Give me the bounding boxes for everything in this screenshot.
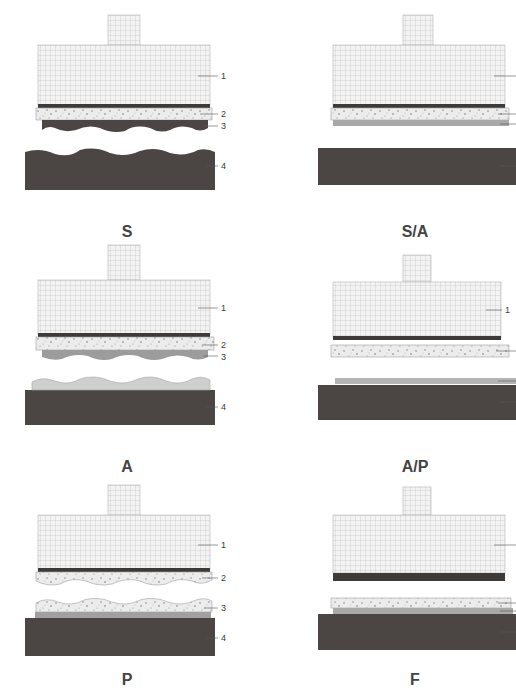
failure-mode-label: S xyxy=(122,223,133,241)
callout-number: 1 xyxy=(221,71,226,81)
leader-lines xyxy=(198,76,516,638)
failure-mode-label: A xyxy=(121,458,133,476)
callout-number: 1 xyxy=(221,540,226,550)
callout-number: 2 xyxy=(221,109,226,119)
callout-number: 2 xyxy=(221,573,226,583)
callout-number: 2 xyxy=(221,340,226,350)
failure-mode-label: A/P xyxy=(402,458,429,476)
callout-number: 4 xyxy=(221,402,226,412)
callout-number: 4 xyxy=(221,633,226,643)
failure-mode-label: P xyxy=(122,671,133,689)
callout-number: 4 xyxy=(221,161,226,171)
callout-number: 3 xyxy=(221,352,226,362)
callout-number: 1 xyxy=(505,305,510,315)
callout-number: 3 xyxy=(221,121,226,131)
callout-number: 1 xyxy=(221,303,226,313)
failure-mode-label: F xyxy=(410,671,420,689)
failure-mode-label: S/A xyxy=(402,223,429,241)
callout-number: 3 xyxy=(221,603,226,613)
